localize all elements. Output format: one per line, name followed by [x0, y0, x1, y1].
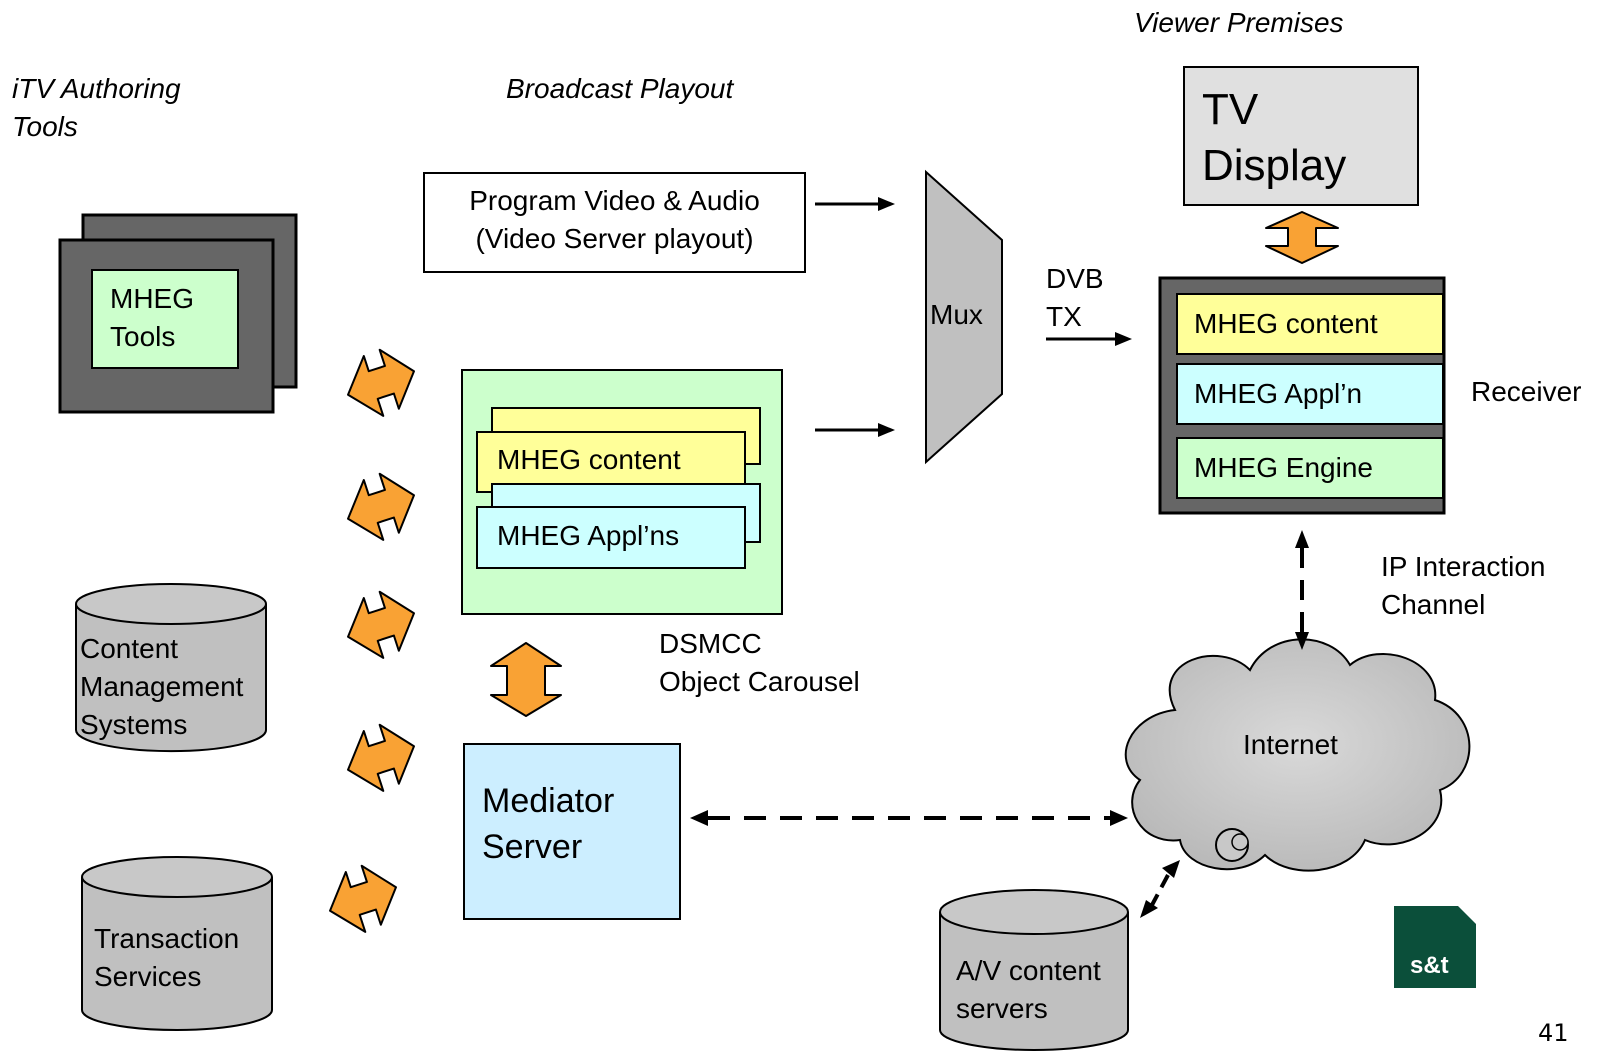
carousel-content-label: MHEG content [497, 444, 681, 475]
dsmcc-carousel-box [461, 369, 783, 615]
page-number: 41 [1538, 1019, 1569, 1047]
receiver-content-label: MHEG content [1194, 308, 1378, 339]
broadcast-playout-heading: Broadcast Playout [506, 73, 734, 104]
transaction-services-label: Transaction Services [94, 923, 240, 992]
receiver-box [1158, 276, 1446, 515]
mheg-tools-label: MHEG Tools [110, 283, 194, 352]
receiver-appln-label: MHEG Appl’n [1194, 378, 1363, 409]
dvb-tx-label: DVB TX [1046, 263, 1104, 332]
program-video-box [423, 172, 806, 273]
internet-label: Internet [1243, 729, 1338, 760]
mediator-server-label: Mediator Server [482, 782, 615, 866]
mheg-tools-monitor [58, 213, 298, 414]
st-logo-text: s&t [1410, 952, 1449, 979]
carousel-applns-label: MHEG Appl’ns [497, 520, 680, 551]
arrow-internet-av [1150, 874, 1170, 906]
tv-display-box [1183, 66, 1419, 206]
mux-label: Mux [930, 299, 983, 330]
av-servers-label: A/V content servers [956, 955, 1101, 1024]
transaction-services-cylinder [81, 856, 273, 1031]
receiver-label: Receiver [1471, 376, 1582, 407]
content-management-label: Content Management Systems [80, 633, 244, 740]
orange-arrow-1 [347, 348, 415, 417]
receiver-engine-label: MHEG Engine [1194, 452, 1373, 483]
orange-arrow-2 [347, 472, 415, 541]
orange-arrow-vertical-tv [1265, 211, 1339, 264]
tv-display-label: TV Display [1202, 85, 1347, 190]
content-management-cylinder [75, 583, 267, 753]
program-video-label: Program Video & Audio (Video Server play… [469, 185, 760, 254]
internet-cloud [1124, 638, 1471, 872]
orange-arrows [329, 348, 415, 933]
dsmcc-caption: DSMCC Object Carousel [659, 628, 860, 697]
orange-arrow-3 [347, 590, 415, 659]
authoring-tools-heading: iTV Authoring Tools [12, 73, 181, 142]
av-servers-cylinder [939, 889, 1129, 1051]
orange-arrow-4 [347, 723, 415, 792]
orange-arrow-vertical-carousel [490, 642, 562, 717]
mux-shape [925, 169, 1003, 465]
st-logo [1394, 906, 1476, 988]
ip-channel-label: IP Interaction Channel [1381, 551, 1546, 620]
viewer-premises-heading: Viewer Premises [1134, 7, 1344, 38]
black-arrows [815, 197, 1132, 437]
mediator-server-box [463, 743, 681, 920]
dashed-arrows [690, 530, 1309, 918]
orange-arrow-5 [329, 864, 397, 933]
